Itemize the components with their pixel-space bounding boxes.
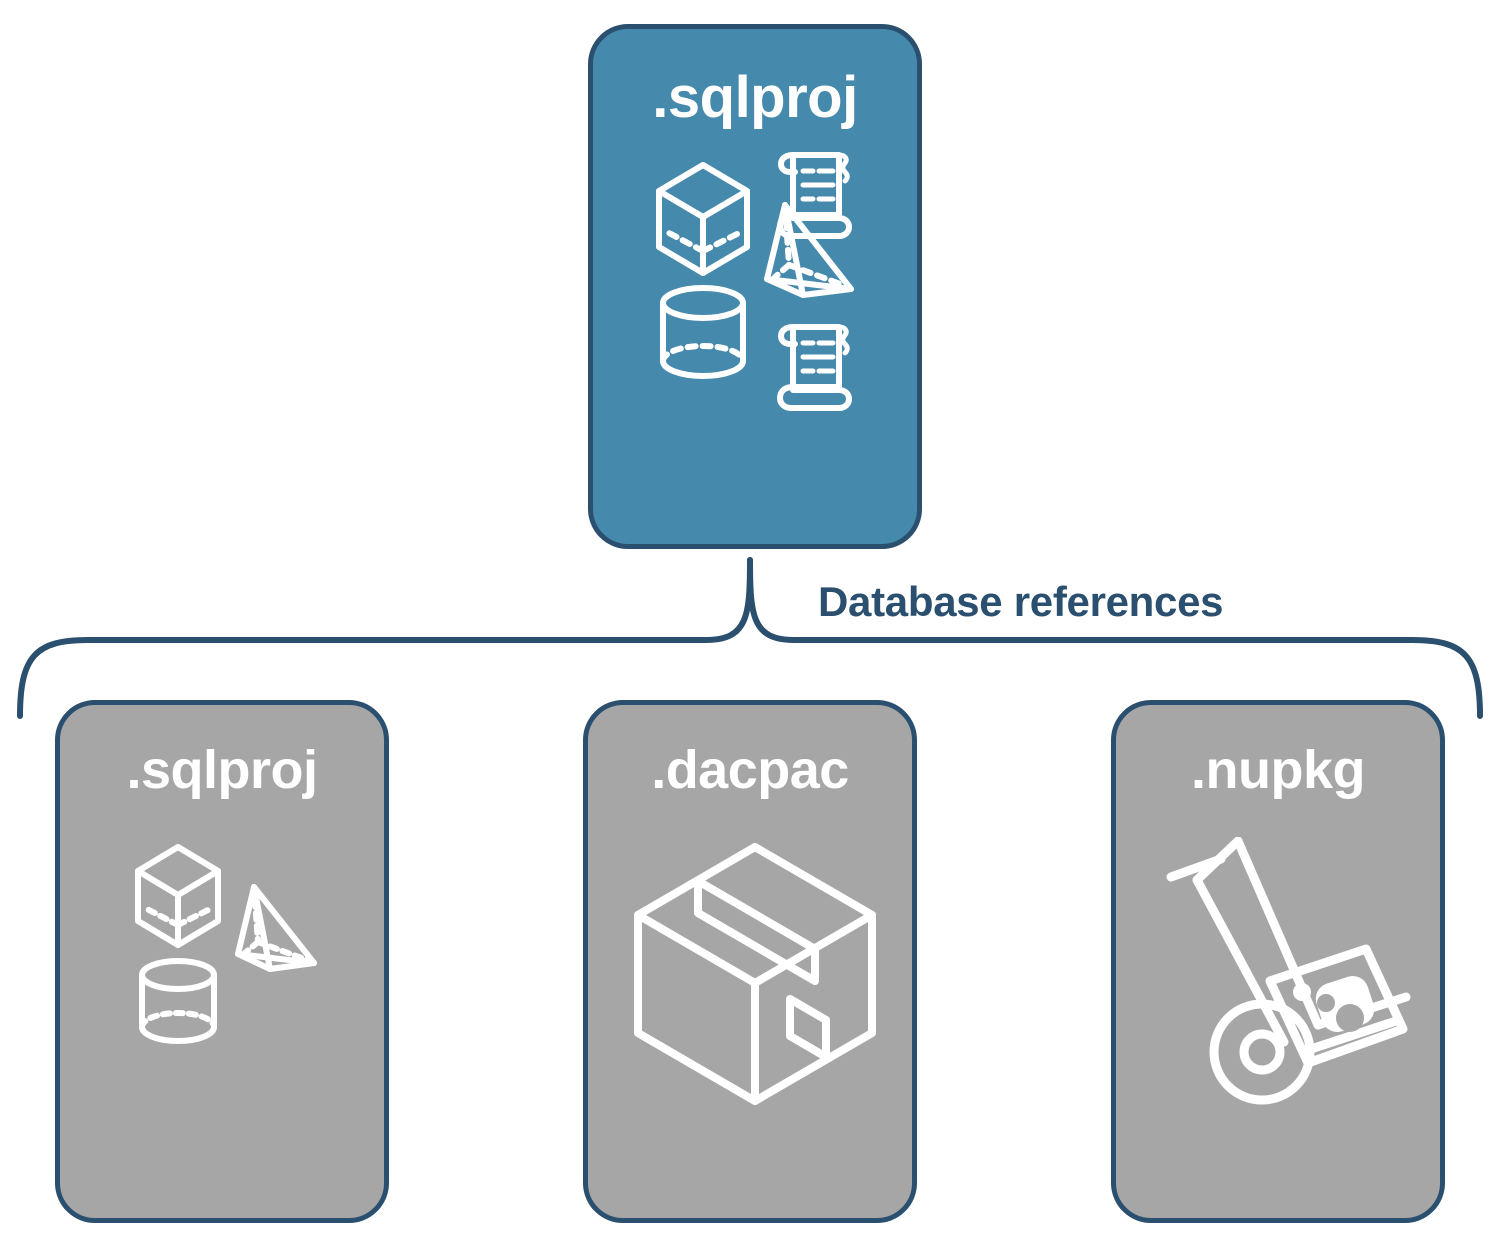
hand-truck-package-icon: [1166, 837, 1411, 1105]
cube-wireframe-icon: [135, 844, 221, 948]
connector-label-database-references: Database references: [818, 578, 1224, 625]
node-reference-sqlproj[interactable]: .sqlproj: [55, 700, 389, 1223]
scroll-script-icon: [777, 324, 852, 411]
brace-left-half: [17, 557, 753, 719]
node-title-nupkg: .nupkg: [1191, 740, 1365, 800]
node-sqlproj-root[interactable]: .sqlproj: [588, 24, 922, 549]
node-icon-area-root: [593, 127, 917, 544]
node-title-sqlproj-root: .sqlproj: [652, 65, 858, 130]
nuget-package: [1265, 944, 1408, 1068]
cylinder-wireframe-icon: [139, 958, 217, 1044]
cardboard-box-icon: [634, 843, 876, 1105]
node-reference-nupkg[interactable]: .nupkg: [1111, 700, 1445, 1223]
node-title-dacpac: .dacpac: [651, 740, 849, 800]
database-objects-icon-group: [656, 152, 854, 411]
cylinder-wireframe-icon: [660, 285, 746, 379]
database-objects-icon-group: [135, 844, 317, 1044]
dolly-wheel: [1209, 999, 1315, 1105]
cube-wireframe-icon: [656, 162, 750, 276]
pyramid-wireframe-icon: [764, 202, 854, 298]
node-icon-area-sqlproj: [60, 797, 384, 1218]
node-icon-area-nupkg: [1116, 797, 1440, 1218]
node-reference-dacpac[interactable]: .dacpac: [583, 700, 917, 1223]
node-title-sqlproj-reference: .sqlproj: [126, 740, 318, 800]
pyramid-wireframe-icon: [235, 884, 317, 972]
node-icon-area-dacpac: [588, 797, 912, 1218]
